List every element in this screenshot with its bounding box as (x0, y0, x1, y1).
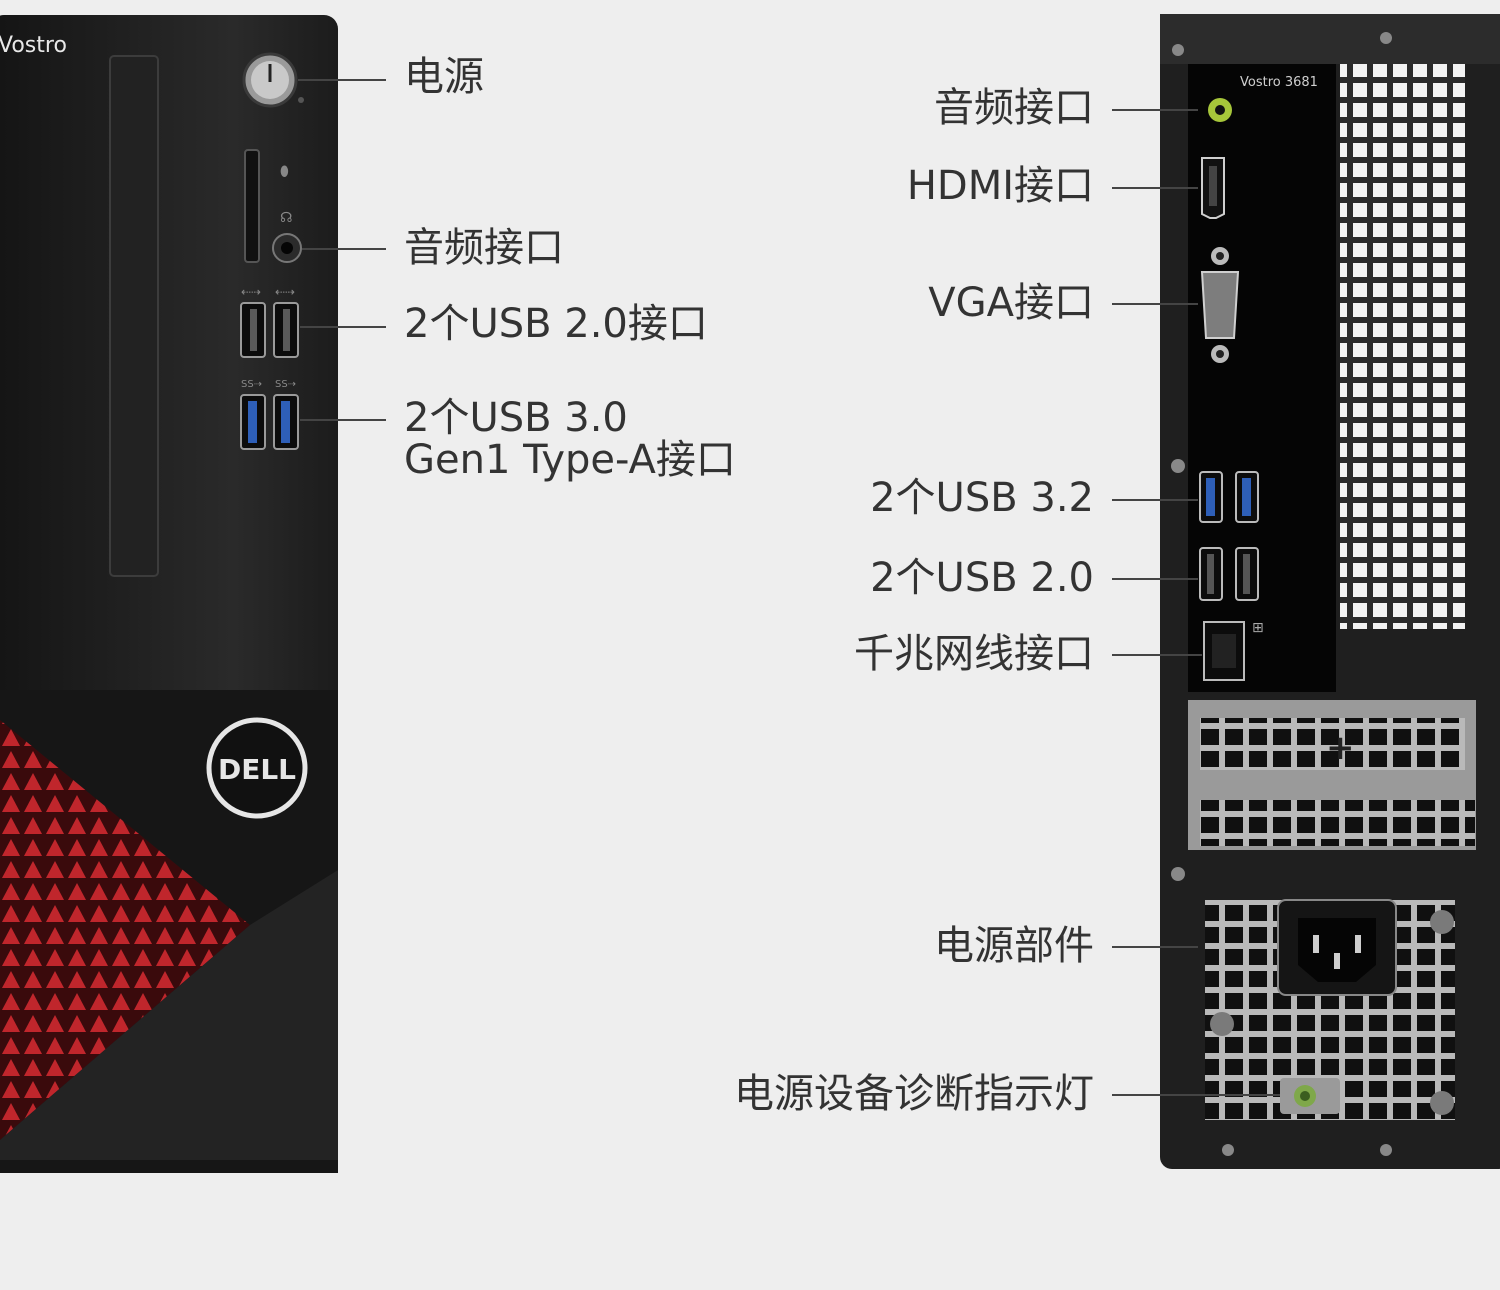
rear-hdmi-label: HDMI接口 (906, 163, 1094, 209)
rear-psu-led-label: 电源设备诊断指示灯 (734, 1071, 1094, 1117)
card-reader-slot (244, 149, 260, 263)
rear-audio-label: 音频接口 (934, 85, 1094, 131)
power-button[interactable] (242, 52, 298, 108)
headset-icon: ☊ (280, 210, 292, 226)
usb-icon: ⇠⇢ (275, 285, 295, 299)
usb3-icon: SS⇢ (241, 379, 262, 390)
rear-lan-label: 千兆网线接口 (854, 631, 1094, 677)
front-usb2-leader (300, 326, 386, 328)
rear-psu-led-leader (1112, 1094, 1280, 1096)
front-power-leader (298, 79, 386, 81)
front-usb2-ports[interactable] (240, 302, 299, 358)
front-model-text: Vostro (0, 33, 67, 58)
power-socket[interactable] (1277, 899, 1397, 996)
rear-model-text: Vostro 3681 (1240, 75, 1318, 90)
rear-audio-leader (1112, 109, 1198, 111)
rear-lan-leader (1112, 654, 1202, 656)
front-audio-label: 音频接口 (404, 225, 564, 271)
plus-icon: + (1326, 728, 1355, 768)
rear-psu-leader (1112, 946, 1198, 948)
rear-usb32-label: 2个USB 3.2 (870, 475, 1094, 521)
rear-view: Vostro 3681 (1160, 14, 1500, 1169)
optical-drive-bay (109, 55, 159, 577)
rear-usb20-leader (1112, 578, 1198, 580)
rear-vga-leader (1112, 303, 1198, 305)
front-usb3-label: 2个USB 3.0 Gen1 Type-A接口 (404, 395, 736, 483)
drive-activity-icon: ⬮ (280, 164, 289, 180)
front-audio-leader (302, 248, 386, 250)
front-usb3-leader (300, 419, 386, 421)
red-pattern-panel (0, 720, 250, 1140)
usb3-icon: SS⇢ (275, 379, 296, 390)
front-usb3-ports[interactable] (240, 394, 299, 450)
usb-icon: ⇠⇢ (241, 285, 261, 299)
front-view: Vostro ⬮ ☊ ⇠⇢ ⇠⇢ SS⇢ SS⇢ (0, 15, 338, 1173)
rear-usb32-leader (1112, 499, 1198, 501)
rear-usb20-label: 2个USB 2.0 (870, 555, 1094, 601)
hdmi-port[interactable] (1201, 157, 1225, 219)
svg-text:DELL: DELL (218, 753, 296, 786)
rear-usb20-ports[interactable] (1199, 547, 1259, 601)
front-audio-jack[interactable] (272, 233, 302, 263)
network-icon: ⊞ (1252, 620, 1264, 636)
rear-audio-jack[interactable] (1208, 98, 1232, 122)
rear-hdmi-leader (1112, 187, 1198, 189)
rear-vent-grid (1340, 64, 1465, 629)
ethernet-port[interactable] (1203, 621, 1245, 681)
dell-logo: DELL (206, 717, 308, 819)
rear-psu-label: 电源部件 (934, 923, 1094, 969)
rear-usb32-ports[interactable] (1199, 471, 1259, 523)
power-led (298, 97, 304, 103)
psu-diagnostic-led[interactable] (1280, 1078, 1340, 1114)
front-power-label: 电源 (404, 54, 484, 100)
vga-port[interactable] (1200, 247, 1240, 363)
front-usb2-label: 2个USB 2.0接口 (404, 301, 708, 347)
rear-vga-label: VGA接口 (928, 280, 1094, 326)
